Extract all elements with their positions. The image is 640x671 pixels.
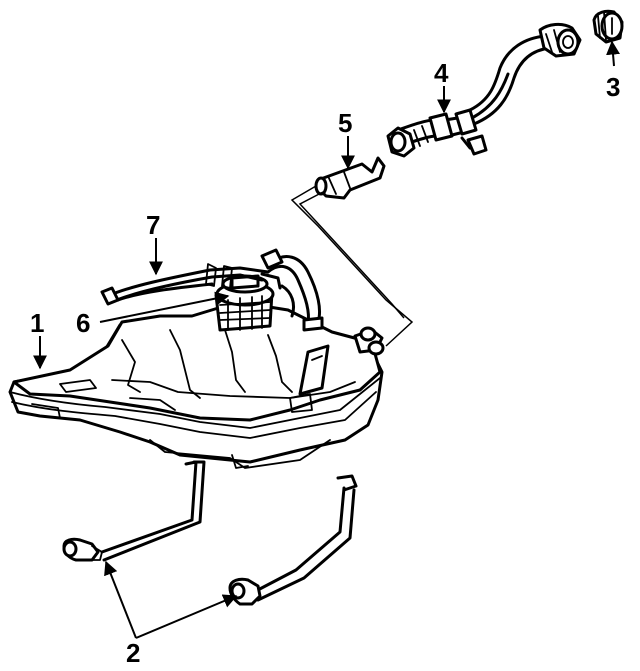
fuel-pump-sender	[214, 274, 275, 332]
callout-1: 1	[30, 308, 44, 338]
callout-3: 3	[606, 72, 620, 102]
callout-4: 4	[434, 58, 449, 88]
relation-dashed-lines	[290, 185, 414, 347]
fuel-tank	[8, 300, 385, 469]
fill-hose	[314, 156, 386, 200]
fuel-cap	[592, 9, 624, 44]
callout-7: 7	[146, 210, 160, 240]
tank-strap-left	[62, 460, 206, 562]
vent-hose	[260, 248, 324, 332]
filler-pipe	[386, 22, 582, 158]
vent-tube-assembly	[100, 263, 282, 306]
leader-lines	[33, 40, 621, 639]
callout-2: 2	[126, 638, 140, 668]
callout-6: 6	[76, 308, 90, 338]
tank-strap-right	[228, 474, 358, 606]
callout-5: 5	[338, 108, 352, 138]
